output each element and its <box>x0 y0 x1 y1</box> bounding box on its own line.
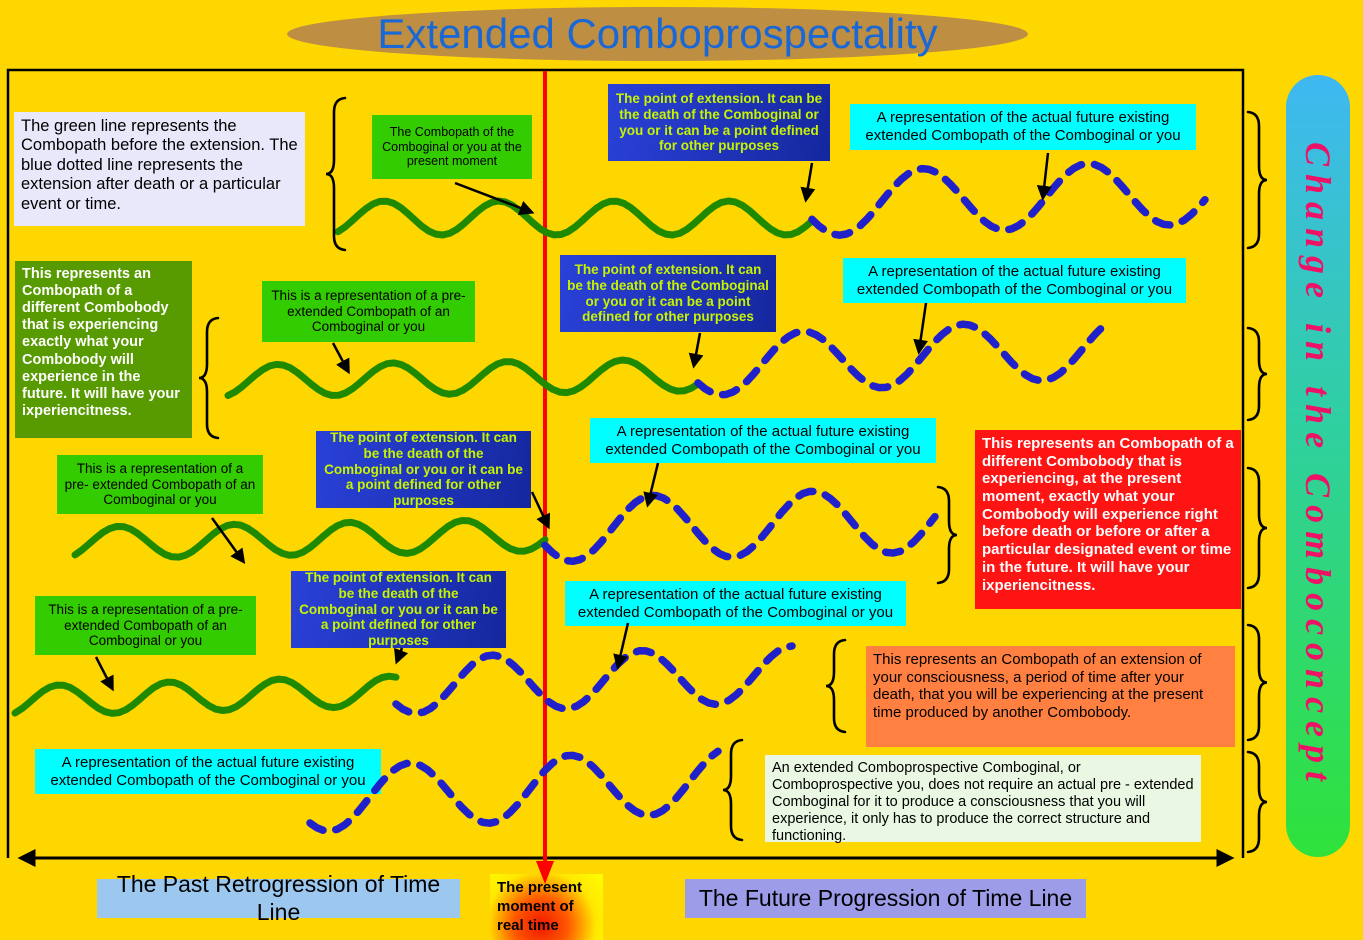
pointer-arrow-3 <box>1036 152 1052 201</box>
pointer-arrow-6 <box>913 302 929 355</box>
label-pre-extended-1: This is a representation of a pre- exten… <box>262 281 475 342</box>
combopath-green-line-4 <box>11 672 400 717</box>
label-future-extended-5: A representation of the actual future ex… <box>35 749 381 794</box>
label-pre-extended-2: This is a representation of a pre- exten… <box>57 455 263 514</box>
page-title: Extended Comboprospectality <box>377 10 938 57</box>
extension-dotted-line-3 <box>541 487 939 566</box>
pointer-arrow-12 <box>613 622 630 670</box>
curly-brace-6 <box>1246 110 1268 250</box>
combopath-green-line-2 <box>224 356 702 399</box>
curly-brace-10 <box>1246 750 1268 854</box>
label-future-extended-2: A representation of the actual future ex… <box>843 258 1186 303</box>
extension-dotted-line-2 <box>694 320 1106 399</box>
curly-brace-5 <box>722 738 744 842</box>
pointer-arrow-11 <box>394 647 409 665</box>
label-combopath-present: The Combopath of the Comboginal or you a… <box>372 115 532 179</box>
label-extension-consciousness: This represents an Combopath of an exten… <box>866 646 1235 747</box>
pointer-arrow-2 <box>800 162 816 203</box>
label-future-extended-1: A representation of the actual future ex… <box>850 104 1196 150</box>
curly-brace-2 <box>198 316 220 440</box>
curly-brace-3 <box>936 485 958 585</box>
label-point-of-extension-4: The point of extension. It can be the de… <box>291 570 506 648</box>
present-moment-label: The present moment of real time <box>490 874 603 940</box>
pointer-arrow-10 <box>94 656 114 692</box>
curly-brace-8 <box>1246 466 1268 590</box>
side-banner: Change in the Comboconcept <box>1286 75 1350 857</box>
pointer-arrow-5 <box>688 332 704 369</box>
label-different-combobody-present: This represents an Combopath of a differ… <box>975 430 1241 609</box>
curly-brace-4 <box>825 638 847 734</box>
label-point-of-extension-1: The point of extension. It can be the de… <box>608 84 830 161</box>
label-different-combobody-future: This represents an Combopath of a differ… <box>15 261 192 438</box>
pointer-arrow-8 <box>530 491 550 530</box>
pointer-arrow-9 <box>643 462 660 508</box>
extension-dotted-line-1 <box>808 159 1209 239</box>
label-point-of-extension-3: The point of extension. It can be the de… <box>316 430 531 508</box>
future-timeline-label: The Future Progression of Time Line <box>685 879 1086 918</box>
curly-brace-9 <box>1246 623 1268 742</box>
combopath-green-line-1 <box>334 197 816 239</box>
label-pre-extended-3: This is a representation of a pre- exten… <box>35 596 256 655</box>
legend-box: The green line represents the Combopath … <box>14 112 305 226</box>
combopath-green-line-3 <box>71 517 549 561</box>
pointer-arrow-1 <box>454 181 535 215</box>
label-future-extended-3: A representation of the actual future ex… <box>590 418 936 463</box>
label-point-of-extension-2: The point of extension. It can be the de… <box>560 255 776 332</box>
title-banner: Extended Comboprospectality <box>287 7 1028 61</box>
label-future-extended-4: A representation of the actual future ex… <box>565 581 906 626</box>
curly-brace-1 <box>325 96 347 252</box>
extension-dotted-line-4 <box>392 642 796 718</box>
pointer-arrow-7 <box>210 517 246 565</box>
pointer-arrow-4 <box>331 342 350 375</box>
curly-brace-7 <box>1246 326 1268 422</box>
label-no-pre-extended-needed: An extended Comboprospective Comboginal,… <box>765 755 1201 844</box>
past-timeline-label: The Past Retrogression of Time Line <box>97 871 460 925</box>
side-banner-text: Change in the Comboconcept <box>1298 142 1338 790</box>
